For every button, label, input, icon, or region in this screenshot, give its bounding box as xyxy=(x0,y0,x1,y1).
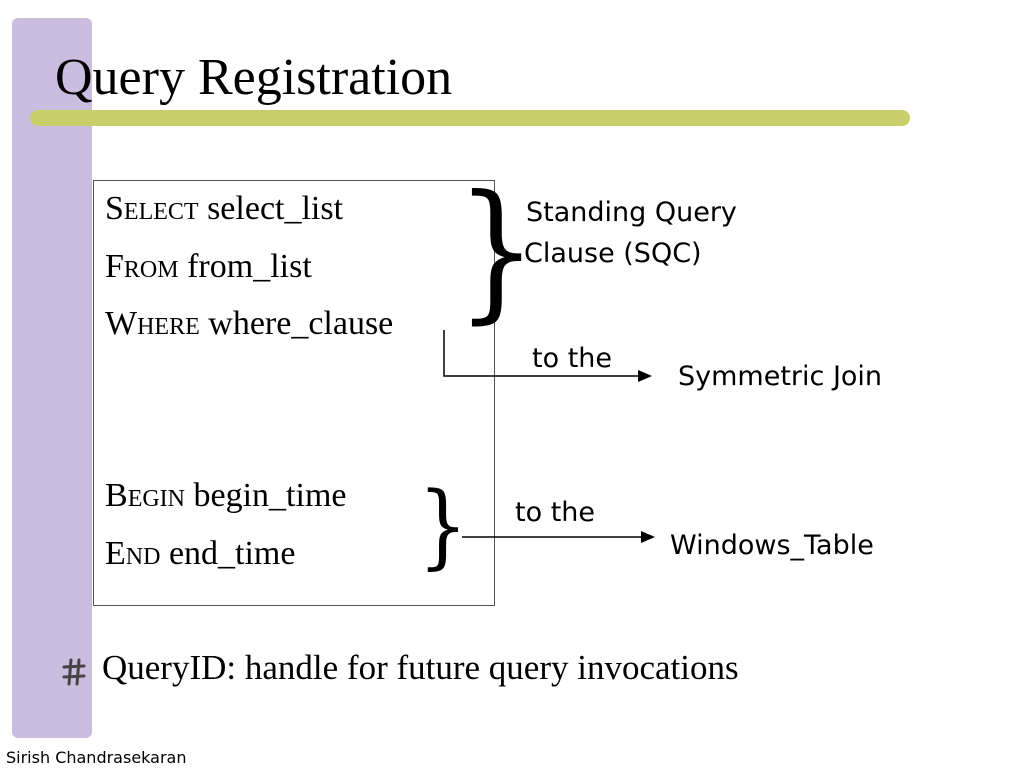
arrow-to-symmetric-join xyxy=(443,330,640,377)
select-argument: select_list xyxy=(198,190,344,227)
query-id-bullet-text: QueryID: handle for future query invocat… xyxy=(102,648,739,687)
query-box xyxy=(93,180,495,606)
from-argument: from_list xyxy=(178,248,312,285)
footer-author: Sirish Chandrasekaran xyxy=(6,748,187,767)
time-brace-icon: } xyxy=(418,472,468,579)
to-the-label-2: to the xyxy=(515,497,595,528)
arrow-head-windows-table xyxy=(641,531,655,543)
end-keyword-rest: ND xyxy=(125,544,161,570)
select-keyword-initial: S xyxy=(105,190,124,227)
to-the-label-1: to the xyxy=(532,343,612,374)
end-argument: end_time xyxy=(160,535,296,572)
arrow-head-symmetric-join xyxy=(638,370,652,382)
where-keyword-initial: W xyxy=(105,305,138,342)
from-keyword-rest: ROM xyxy=(123,257,179,283)
where-line: WHERE where_clause xyxy=(105,305,393,343)
begin-keyword-initial: B xyxy=(105,477,128,514)
begin-argument: begin_time xyxy=(185,477,347,514)
symmetric-join-label: Symmetric Join xyxy=(678,361,883,392)
end-keyword-initial: E xyxy=(105,535,126,572)
where-keyword-rest: HERE xyxy=(137,314,200,340)
side-bar-decoration xyxy=(12,18,92,738)
from-keyword-initial: F xyxy=(105,248,124,285)
slide-title: Query Registration xyxy=(55,49,453,106)
begin-keyword-rest: EGIN xyxy=(127,486,186,512)
from-line: FROM from_list xyxy=(105,248,312,286)
hash-bullet-icon xyxy=(62,658,86,686)
sqc-label-line1: Standing Query xyxy=(526,197,737,228)
where-argument: where_clause xyxy=(199,305,394,342)
end-line: END end_time xyxy=(105,535,295,573)
select-line: SELECT select_list xyxy=(105,190,343,228)
sqc-label-line2: Clause (SQC) xyxy=(524,238,702,269)
select-keyword-rest: ELECT xyxy=(123,199,199,225)
windows-table-label: Windows_Table xyxy=(670,530,874,561)
begin-line: BEGIN begin_time xyxy=(105,477,346,515)
sqc-brace-icon: } xyxy=(456,164,538,338)
title-underline xyxy=(30,110,910,126)
